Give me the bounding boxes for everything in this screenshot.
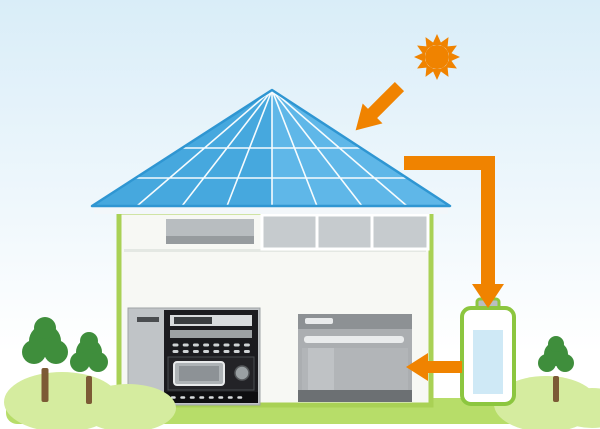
sun-core [425,45,449,69]
energy-flow-arrows [355,81,504,381]
range-hood [166,219,254,244]
microwave [167,356,255,391]
tree-left-large [22,317,68,402]
vent-slot [137,317,159,322]
dishwasher-kickplate [298,390,412,402]
roof-fascia [94,206,448,214]
solar-panel-roof [90,88,452,214]
dishwasher-control-strip [305,318,333,324]
tree-left-small [70,332,108,404]
storage-battery [460,297,516,406]
microwave-dial [234,365,250,381]
upstairs-window [260,213,430,251]
display-readout [174,317,212,324]
tree-right [538,336,574,402]
solar-grid-lines [135,89,408,207]
house [116,209,434,408]
window-mullions [315,215,374,249]
arrow-battery-to-house [406,353,462,381]
kitchen-appliance-unit [127,307,261,406]
arrow-sun-to-roof [355,81,405,131]
secondary-display [170,330,252,338]
dishwasher-sheen [308,348,334,390]
roof-outline [90,88,452,208]
dishwasher [298,314,412,402]
dishwasher-control-band [298,314,412,329]
battery-cell [473,330,503,394]
dishwasher-handle [304,336,404,343]
microwave-window-glass [179,366,219,381]
sun-rays [414,34,460,80]
sun-icon [414,34,460,80]
bush-right [494,376,600,429]
arrow-roof-to-battery [404,156,504,308]
